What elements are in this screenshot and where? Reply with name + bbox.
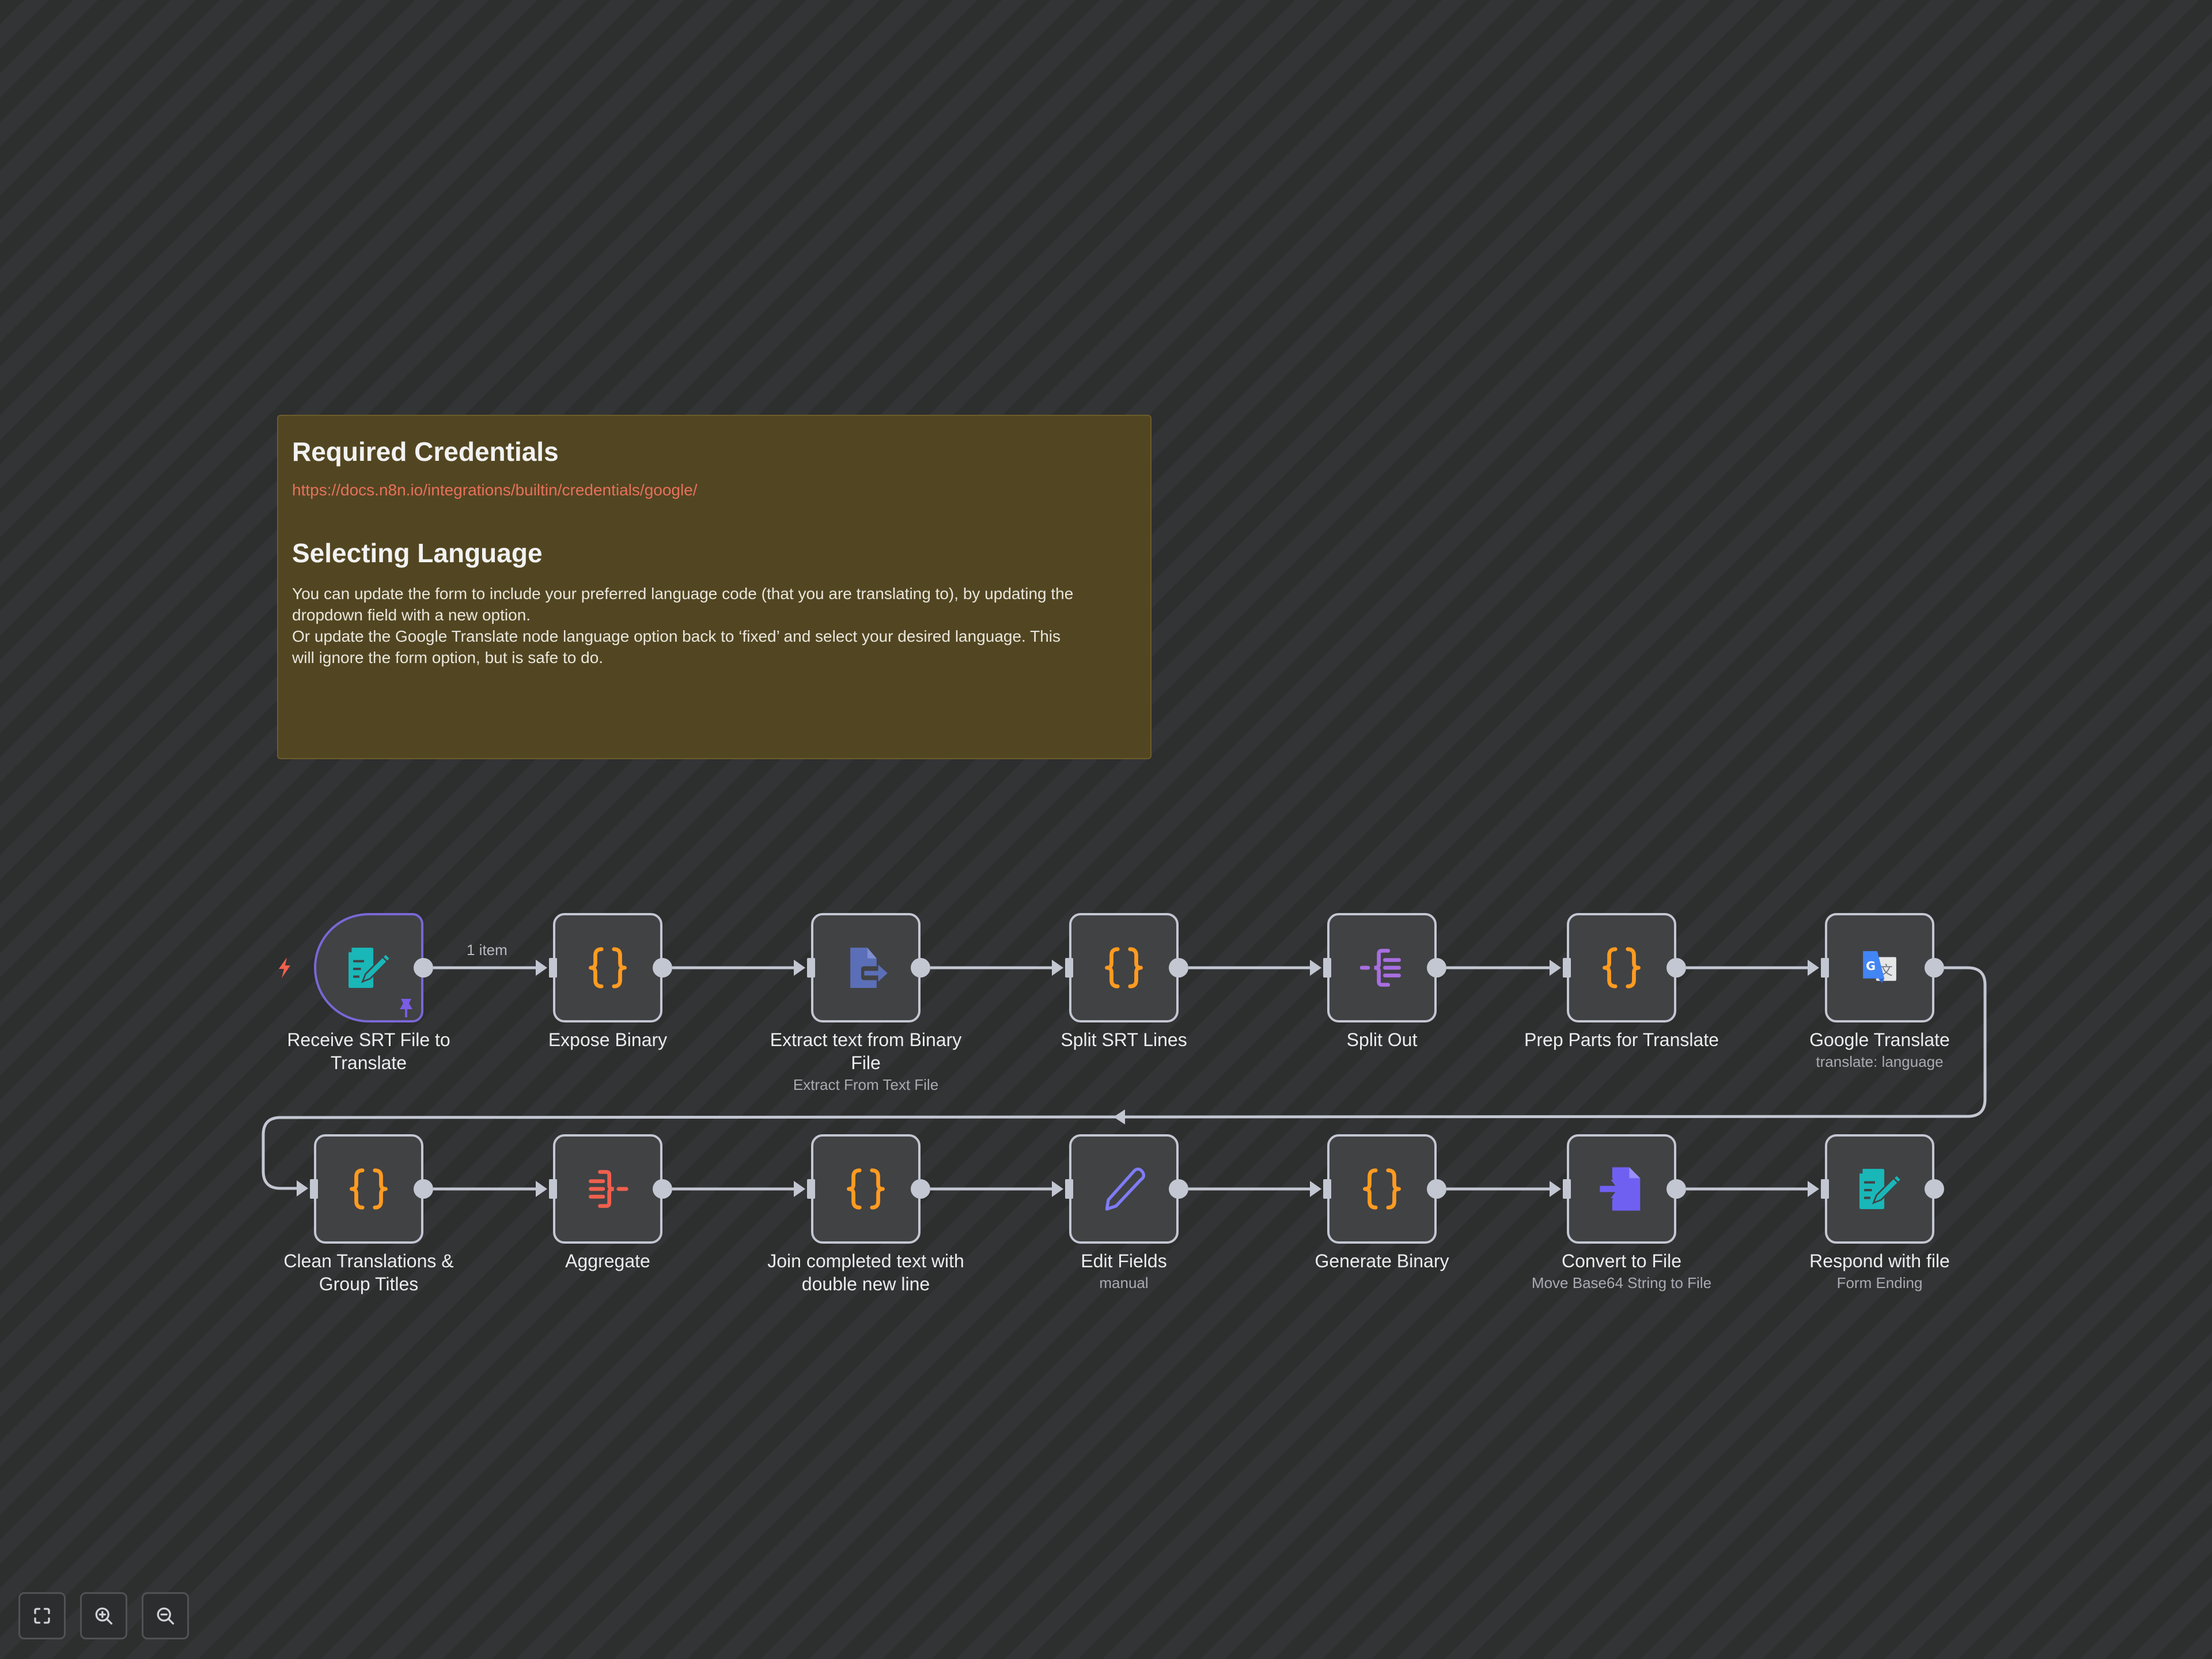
node-label: Convert to File Move Base64 String to Fi… bbox=[1501, 1249, 1743, 1293]
output-handle[interactable] bbox=[1169, 958, 1188, 978]
node-subtitle: translate: language bbox=[1816, 1053, 1944, 1070]
google-translate-icon: 文 G bbox=[1863, 951, 1896, 983]
output-handle[interactable] bbox=[414, 1179, 433, 1199]
aggregate-icon bbox=[589, 1170, 628, 1208]
output-handle[interactable] bbox=[1427, 1179, 1446, 1199]
trigger-bolt-icon bbox=[279, 957, 290, 978]
zoom-in-button[interactable] bbox=[80, 1592, 127, 1639]
input-handle[interactable] bbox=[549, 958, 557, 978]
node-prep-parts[interactable] bbox=[1567, 913, 1676, 1022]
input-handle[interactable] bbox=[1563, 1179, 1571, 1199]
pinned-data-icon bbox=[400, 999, 412, 1017]
input-handle[interactable] bbox=[1323, 1179, 1331, 1199]
output-handle[interactable] bbox=[911, 958, 930, 978]
input-handle[interactable] bbox=[1065, 958, 1073, 978]
node-join-completed-text[interactable] bbox=[811, 1134, 921, 1244]
node-subtitle: Move Base64 String to File bbox=[1531, 1274, 1712, 1291]
node-split-srt-lines[interactable] bbox=[1069, 913, 1179, 1022]
fit-view-icon bbox=[34, 1608, 50, 1624]
node-label: Google Translate translate: language bbox=[1759, 1028, 2001, 1072]
node-label: Expose Binary bbox=[548, 1029, 668, 1050]
loop-direction-arrow bbox=[1113, 1109, 1125, 1124]
output-handle[interactable] bbox=[1169, 1179, 1188, 1199]
output-handle[interactable] bbox=[653, 958, 672, 978]
output-handle[interactable] bbox=[1427, 958, 1446, 978]
output-handle[interactable] bbox=[1925, 958, 1944, 978]
split-out-icon bbox=[1359, 949, 1401, 987]
node-subtitle: manual bbox=[1099, 1274, 1149, 1291]
sticky-note[interactable]: Required Credentials https://docs.n8n.io… bbox=[277, 415, 1152, 759]
note-heading-language: Selecting Language bbox=[292, 538, 543, 568]
node-aggregate[interactable] bbox=[553, 1134, 662, 1244]
fit-view-button[interactable] bbox=[18, 1592, 66, 1639]
convert-file-icon bbox=[1600, 1167, 1641, 1211]
zoom-out-icon bbox=[157, 1607, 175, 1625]
edge-item-count-label: 1 item bbox=[467, 941, 507, 959]
node-label: Split Out bbox=[1346, 1029, 1418, 1050]
input-handle[interactable] bbox=[1563, 958, 1571, 978]
input-handle[interactable] bbox=[1065, 1179, 1073, 1199]
canvas-controls bbox=[18, 1592, 189, 1639]
pencil-icon bbox=[1105, 1167, 1146, 1211]
credentials-docs-link[interactable]: https://docs.n8n.io/integrations/builtin… bbox=[292, 481, 698, 499]
input-handle[interactable] bbox=[1323, 958, 1331, 978]
input-handle[interactable] bbox=[310, 1179, 318, 1199]
input-handle[interactable] bbox=[807, 958, 815, 978]
form-icon bbox=[349, 948, 392, 988]
zoom-in-icon bbox=[95, 1607, 113, 1625]
node-expose-binary[interactable] bbox=[553, 913, 662, 1022]
extract-file-icon bbox=[850, 948, 888, 988]
node-extract-text[interactable] bbox=[811, 913, 921, 1022]
form-icon bbox=[1859, 1169, 1903, 1209]
code-icon bbox=[350, 1168, 388, 1210]
output-handle[interactable] bbox=[1666, 958, 1686, 978]
node-edit-fields[interactable] bbox=[1069, 1134, 1179, 1244]
code-icon bbox=[1603, 947, 1641, 988]
input-handle[interactable] bbox=[1821, 958, 1829, 978]
input-handle[interactable] bbox=[549, 1179, 557, 1199]
input-handle[interactable] bbox=[807, 1179, 815, 1199]
node-label: Split SRT Lines bbox=[1060, 1029, 1187, 1050]
node-label: Clean Translations &Group Titles bbox=[283, 1251, 454, 1294]
code-icon bbox=[1105, 947, 1143, 988]
output-handle[interactable] bbox=[1925, 1179, 1944, 1199]
node-label: Respond with file Form Ending bbox=[1759, 1249, 2001, 1293]
node-label: Aggregate bbox=[565, 1251, 650, 1271]
output-handle[interactable] bbox=[414, 958, 433, 978]
node-subtitle: Form Ending bbox=[1836, 1274, 1923, 1291]
node-generate-binary[interactable] bbox=[1327, 1134, 1437, 1244]
output-handle[interactable] bbox=[1666, 1179, 1686, 1199]
node-label: Prep Parts for Translate bbox=[1524, 1029, 1719, 1050]
node-respond-with-file[interactable] bbox=[1825, 1134, 1934, 1244]
node-subtitle: Extract From Text File bbox=[793, 1076, 939, 1093]
note-paragraph: You can update the form to include your … bbox=[292, 585, 1074, 666]
note-heading-credentials: Required Credentials bbox=[292, 437, 559, 467]
node-label: Edit Fields manual bbox=[1003, 1249, 1245, 1293]
output-handle[interactable] bbox=[911, 1179, 930, 1199]
code-icon bbox=[847, 1168, 885, 1210]
svg-text:G: G bbox=[1866, 959, 1876, 973]
zoom-out-button[interactable] bbox=[142, 1592, 189, 1639]
node-split-out[interactable] bbox=[1327, 913, 1437, 1022]
code-icon bbox=[1363, 1168, 1401, 1210]
output-handle[interactable] bbox=[653, 1179, 672, 1199]
node-google-translate[interactable]: 文 G bbox=[1825, 913, 1934, 1022]
node-convert-to-file[interactable] bbox=[1567, 1134, 1676, 1244]
node-clean-translations[interactable] bbox=[314, 1134, 423, 1244]
node-label: Generate Binary bbox=[1315, 1251, 1449, 1271]
input-handle[interactable] bbox=[1821, 1179, 1829, 1199]
code-icon bbox=[589, 947, 627, 988]
